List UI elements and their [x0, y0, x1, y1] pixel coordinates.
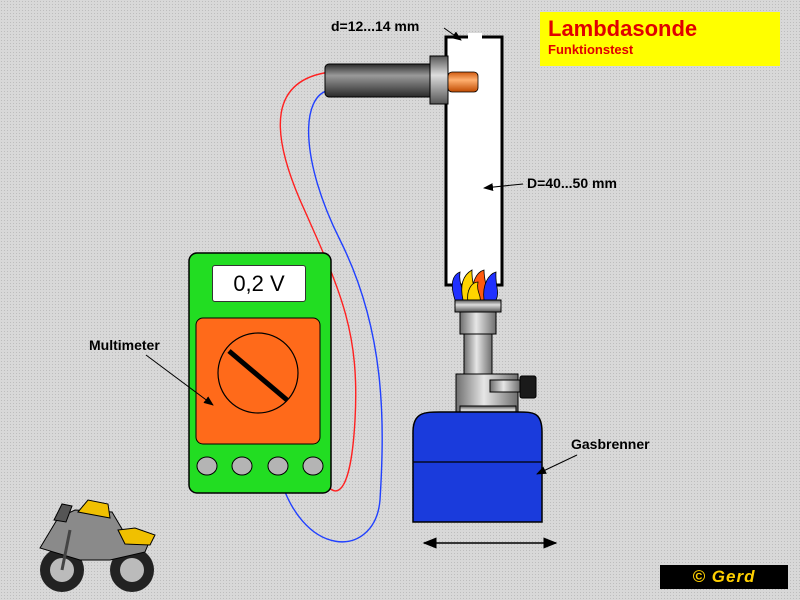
multimeter-label: Multimeter: [89, 337, 160, 353]
red-wire: [279, 71, 357, 492]
tube-diameter-label: D=40...50 mm: [527, 175, 617, 191]
blue-wire: [277, 89, 383, 543]
small-diameter-arrow: [443, 27, 462, 41]
multimeter-device: [188, 252, 332, 494]
jack-3[interactable]: [267, 456, 289, 476]
burner-nozzle: [454, 299, 537, 417]
tube-diameter-arrow: [483, 183, 524, 192]
jack-1[interactable]: [196, 456, 218, 476]
multimeter-display: 0,2 V: [212, 265, 306, 302]
jack-4[interactable]: [302, 456, 324, 476]
burner-arrow: [536, 454, 578, 475]
small-diameter-label: d=12...14 mm: [331, 18, 420, 34]
jack-2[interactable]: [231, 456, 253, 476]
title-box: Lambdasonde Funktionstest: [540, 12, 780, 66]
page-subtitle: Funktionstest: [548, 42, 634, 57]
burner-label: Gasbrenner: [571, 436, 650, 452]
tube-opening: [468, 33, 482, 41]
copyright-badge: © Gerd: [660, 565, 788, 589]
gas-cartridge: [412, 411, 543, 523]
page-title: Lambdasonde: [548, 16, 698, 41]
flame-icon: [451, 269, 498, 303]
motorcycle-icon: [39, 499, 156, 592]
lambda-probe-icon: [324, 55, 479, 105]
dial-pointer: [227, 349, 289, 402]
multimeter-arrow: [145, 354, 214, 406]
